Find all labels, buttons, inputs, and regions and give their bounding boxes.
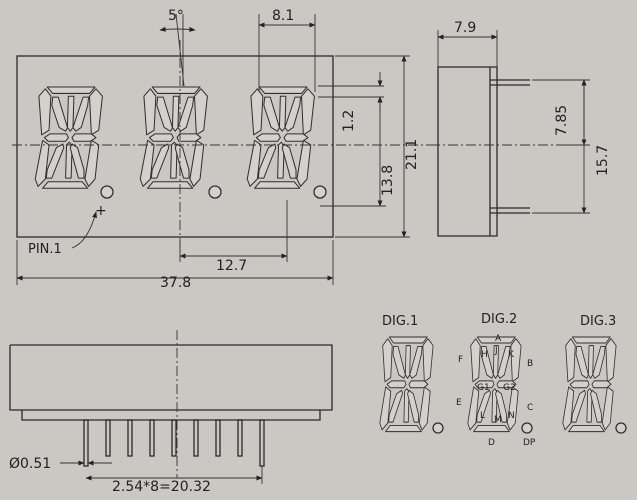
side-view-body <box>437 66 498 237</box>
dig1-dp <box>432 422 444 434</box>
pin-6 <box>193 419 199 457</box>
pin-3 <box>127 419 133 457</box>
front-dp-2 <box>208 185 222 199</box>
bottom-view-body <box>9 344 333 421</box>
pin-4 <box>149 419 155 457</box>
front-view-body-outline <box>16 55 334 238</box>
pin-9 <box>259 419 265 467</box>
seg-label-n: N <box>508 411 515 421</box>
label-dig1: DIG.1 <box>382 314 418 329</box>
seg-label-j: J <box>494 346 498 356</box>
dim-body-height: 21.1 <box>404 139 420 170</box>
label-pin1: PIN.1 <box>28 242 62 257</box>
pin-5 <box>171 419 177 457</box>
pin-1 <box>83 419 89 467</box>
dig1-display <box>379 336 434 433</box>
pin1-plus-mark: + <box>95 203 107 219</box>
dim-side-depth: 7.9 <box>454 20 476 36</box>
seg-label-dp: DP <box>523 438 536 448</box>
dim-pitch: 12.7 <box>216 258 247 274</box>
label-dig2: DIG.2 <box>481 312 517 327</box>
seg-label-b: B <box>527 359 533 369</box>
tilt-slant-line <box>175 13 185 87</box>
label-dig3: DIG.3 <box>580 314 616 329</box>
dim-pin-spacing: 2.54*8=20.32 <box>112 479 211 495</box>
dim-seg-gap: 1.2 <box>341 110 357 132</box>
front-digit-2 <box>139 86 208 189</box>
dim-digit-pitch-top: 8.1 <box>272 8 294 24</box>
seg-label-e: E <box>456 398 462 408</box>
pin-2 <box>105 419 111 457</box>
front-digit-1 <box>34 86 103 189</box>
front-digit-3 <box>246 86 315 189</box>
seg-label-g1: G1 <box>477 383 490 393</box>
seg-label-l: L <box>480 411 485 421</box>
dig2-dp <box>521 422 533 434</box>
seg-label-f: F <box>458 355 463 365</box>
pin-7 <box>215 419 221 457</box>
front-view: 5° 8.1 1.2 13.8 21.1 12.7 37.8 + <box>12 8 430 291</box>
seg-label-d: D <box>488 438 495 448</box>
front-dp-1 <box>100 185 114 199</box>
dim-char-height: 13.8 <box>380 165 396 196</box>
dim-pin-span: 15.7 <box>595 145 611 176</box>
dim-pin-diameter: Ø0.51 <box>9 456 51 472</box>
dim-pin-row-offset: 7.85 <box>554 105 570 136</box>
digit-diagrams: DIG.1 DIG.2 DIG.3 A B C D E F G1 G2 H J … <box>379 312 627 448</box>
seg-label-g2: G2 <box>503 383 516 393</box>
dim-body-width: 37.8 <box>160 275 191 291</box>
seg-label-k: K <box>508 350 515 360</box>
dig3-dp <box>615 422 627 434</box>
front-dp-3 <box>313 185 327 199</box>
bottom-view: Ø0.51 2.54*8=20.32 <box>9 330 333 495</box>
seg-label-m: M <box>494 415 502 425</box>
seg-label-c: C <box>527 403 533 413</box>
tilt-arc <box>159 26 196 32</box>
seg-label-h: H <box>481 350 488 360</box>
dim-tilt: 5° <box>168 8 184 24</box>
dig3-display <box>562 336 617 433</box>
pin-8 <box>237 419 243 457</box>
side-view: 7.9 7.85 15.7 <box>430 20 611 237</box>
seg-label-a: A <box>495 334 502 344</box>
pin1-leader <box>71 211 97 249</box>
bottom-view-pins <box>83 419 265 467</box>
